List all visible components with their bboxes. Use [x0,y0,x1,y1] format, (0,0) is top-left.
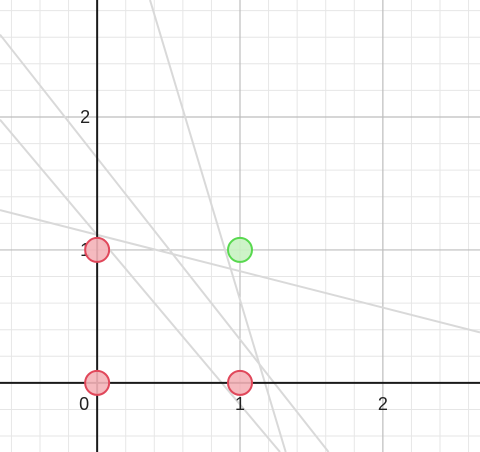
x-tick-label: 1 [235,394,245,414]
point-red-0-1[interactable] [84,236,111,263]
points [84,236,253,396]
x-tick-label: 2 [378,394,388,414]
point-green-1-1[interactable] [227,236,253,263]
guide-line-steep [149,0,287,452]
guide-line-mid-a [0,33,330,452]
guide-line-mid-b [0,119,281,452]
point-red-1-0[interactable] [227,369,253,396]
point-red-0-0[interactable] [84,369,111,396]
y-tick-label: 2 [80,107,90,127]
guide-line-shallow [0,209,480,334]
origin-label: 0 [79,394,89,414]
